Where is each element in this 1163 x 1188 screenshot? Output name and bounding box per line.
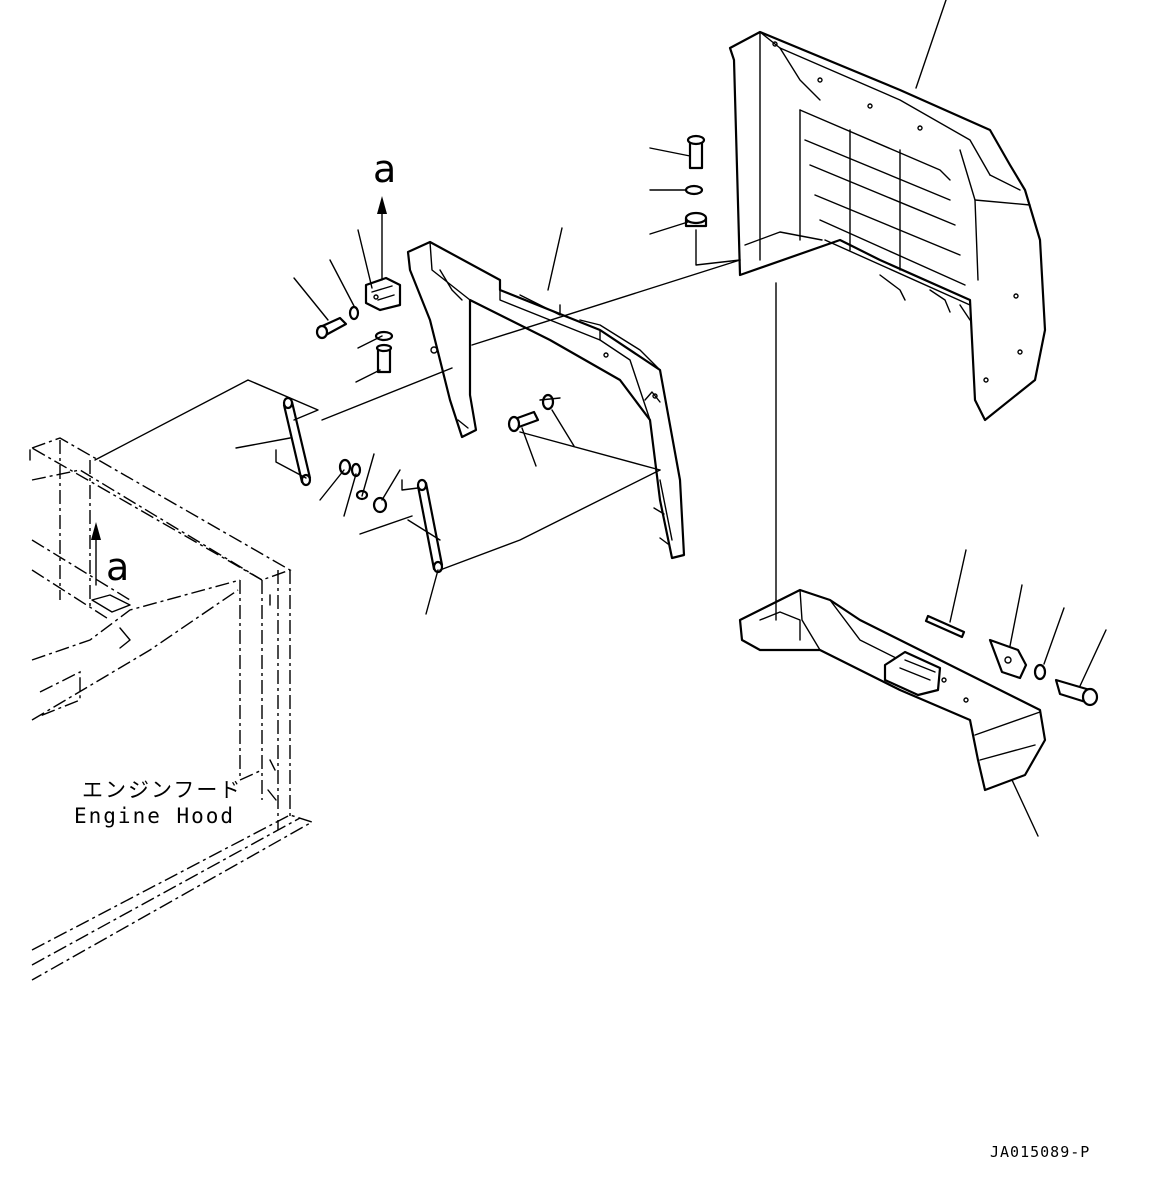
hinge-bracket [364, 276, 402, 312]
engine-hood-frame [30, 437, 314, 981]
view-label-a-top: a [373, 147, 396, 191]
grille-spacer [684, 211, 708, 228]
arrow-head-a-top [377, 196, 387, 214]
grille-bolt [686, 134, 706, 170]
bracket-washer [541, 393, 555, 411]
hinge-pin [375, 343, 393, 374]
leader-lines [235, 0, 1107, 837]
hinge-bolt [315, 316, 348, 340]
bracket-bolt [507, 410, 540, 433]
assembly-lines [29, 229, 777, 621]
gas-strut-upper [282, 396, 312, 487]
guard-bolt [1054, 678, 1099, 707]
guard-washer [1033, 663, 1047, 681]
hinge-washer-lower [374, 330, 394, 342]
engine-hood-label-jp: エンジンフード [82, 778, 242, 802]
arrow-head-a-left [91, 522, 101, 540]
hinge-washer [348, 305, 360, 321]
engine-hood-label-en: Engine Hood [74, 804, 235, 828]
strut-washer-1 [338, 458, 352, 476]
gas-strut-lower [416, 478, 444, 574]
guard-pin [924, 614, 966, 639]
strut-washer-4 [372, 496, 388, 514]
lower-guard [738, 588, 1047, 792]
guard-bracket [988, 638, 1028, 680]
view-label-a-left: a [106, 545, 129, 589]
grille-washer [684, 184, 704, 196]
front-grille [728, 30, 1047, 422]
drawing-code: JA015089-P [990, 1143, 1090, 1161]
